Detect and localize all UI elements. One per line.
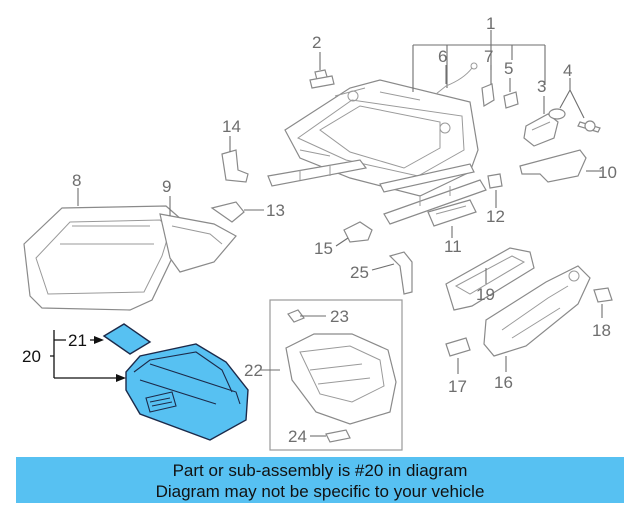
svg-text:24: 24: [288, 427, 307, 446]
svg-text:6: 6: [438, 47, 447, 66]
svg-text:16: 16: [494, 373, 513, 392]
svg-text:14: 14: [222, 117, 241, 136]
callout-20: 20: [22, 330, 126, 382]
parts-diagram: 1 2 6 7 5 3 4: [22, 14, 617, 451]
seat-frame-assembly: [267, 79, 487, 225]
footer-line-2: Diagram may not be specific to your vehi…: [155, 482, 485, 501]
part-23-bolt: 23: [300, 307, 349, 326]
callout-21: 21: [54, 331, 104, 350]
svg-text:5: 5: [504, 59, 513, 78]
svg-text:7: 7: [484, 47, 493, 66]
part-16-side-cover: 16: [483, 265, 591, 392]
footer-banner: Part or sub-assembly is #20 in diagram D…: [16, 457, 624, 503]
part-9-cover: 9: [159, 177, 237, 273]
part-20-tray-highlighted[interactable]: [125, 343, 249, 441]
svg-text:1: 1: [486, 14, 495, 33]
part-21-pad-highlighted[interactable]: [102, 323, 152, 355]
part-18-clip: 18: [592, 287, 613, 340]
svg-text:21: 21: [68, 331, 87, 350]
part-5-clip: 5: [503, 59, 519, 109]
svg-text:18: 18: [592, 321, 611, 340]
part-3-knob: 3: [523, 77, 559, 147]
part-6-wire: 6: [435, 47, 478, 95]
part-24-clip: 24: [288, 427, 351, 446]
part-10-bracket: 10: [519, 149, 617, 183]
part-22-group: 22: [244, 299, 403, 451]
part-8-cushion: 8: [23, 171, 183, 311]
part-15-bracket: 15: [314, 221, 373, 258]
svg-text:25: 25: [350, 263, 369, 282]
svg-text:15: 15: [314, 239, 333, 258]
part-13-clip: 13: [210, 201, 285, 223]
svg-text:11: 11: [444, 237, 462, 256]
svg-text:22: 22: [244, 361, 263, 380]
part-17-clip: 17: [445, 337, 471, 396]
part-25-bracket: 25: [350, 251, 413, 295]
part-4-fasteners: 4: [548, 61, 601, 133]
svg-text:9: 9: [162, 177, 171, 196]
svg-text:12: 12: [486, 207, 505, 226]
svg-text:23: 23: [330, 307, 349, 326]
part-12-clip: 12: [486, 173, 505, 226]
part-2-bolt: 2: [309, 33, 335, 89]
svg-text:3: 3: [537, 77, 546, 96]
svg-text:19: 19: [476, 285, 495, 304]
part-14-bracket: 14: [221, 117, 249, 183]
svg-text:8: 8: [72, 171, 81, 190]
part-11-trim: 11: [427, 199, 477, 256]
svg-text:4: 4: [563, 61, 572, 80]
svg-text:20: 20: [22, 347, 41, 366]
callout-1: 1: [412, 14, 546, 92]
svg-text:10: 10: [598, 163, 617, 182]
part-7-cover: 7: [481, 47, 495, 107]
svg-text:17: 17: [448, 377, 467, 396]
svg-text:2: 2: [312, 33, 321, 52]
footer-line-1: Part or sub-assembly is #20 in diagram: [172, 461, 468, 480]
part-19-frame: 19: [445, 247, 535, 311]
svg-text:13: 13: [266, 201, 285, 220]
